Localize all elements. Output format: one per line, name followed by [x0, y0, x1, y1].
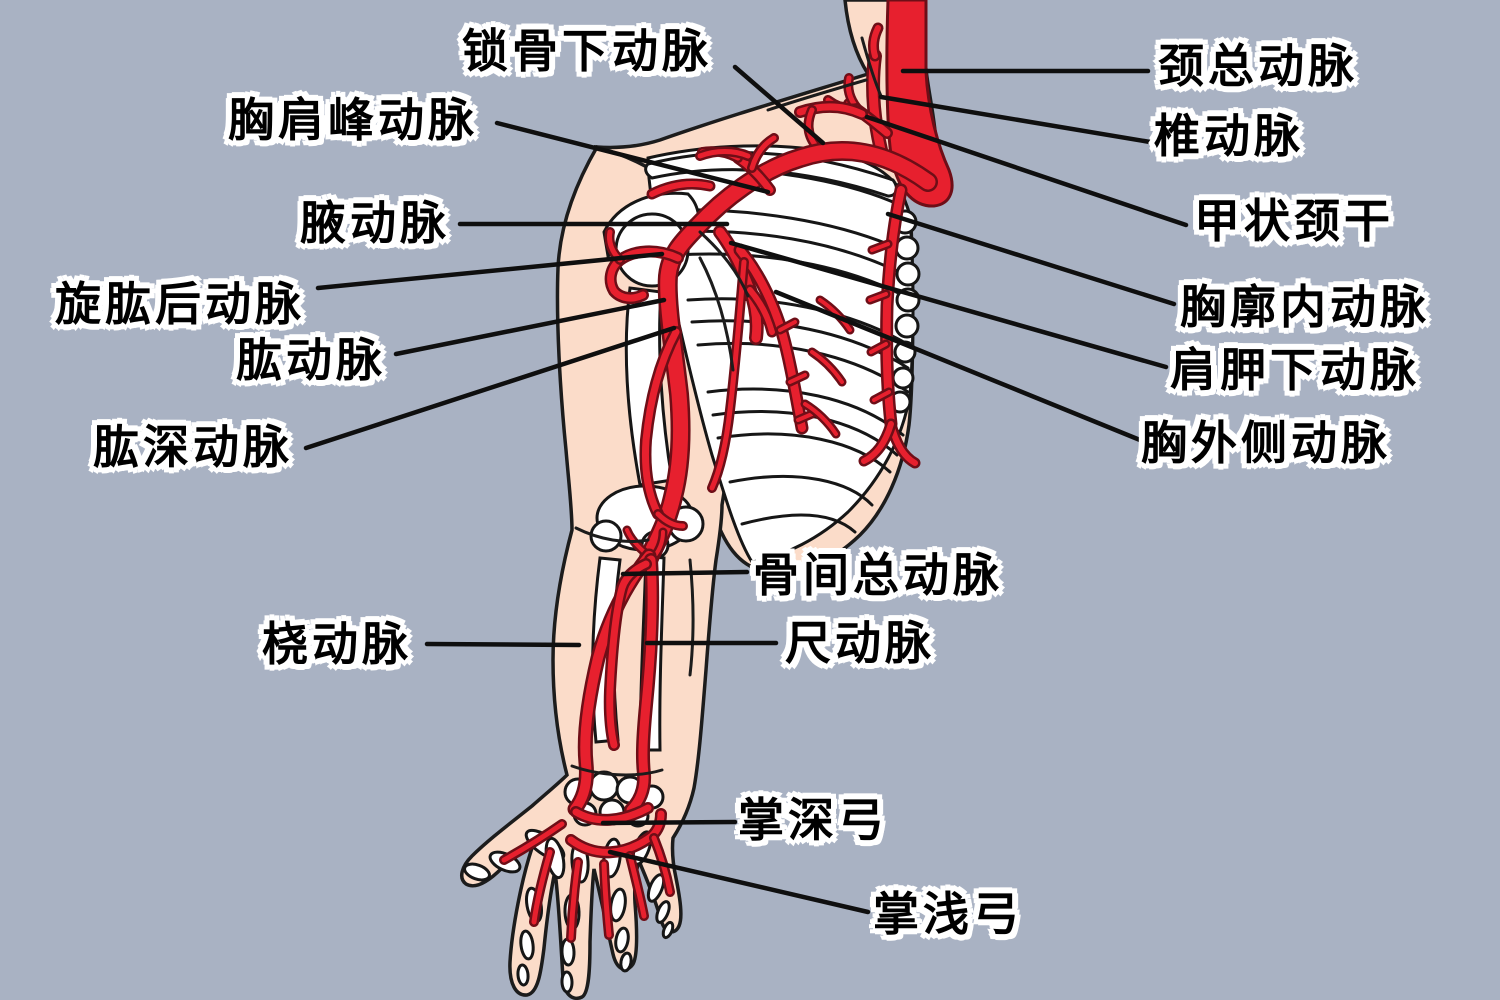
vertebral-artery-vessel [868, 51, 886, 155]
label-internal-thoracic-artery: 胸廓内动脉 [1180, 280, 1430, 334]
leader-radial [424, 641, 582, 648]
ribcage [646, 144, 921, 564]
label-thyrocervical-trunk: 甲状颈干 [1194, 194, 1394, 248]
leader-postcircumflex [315, 251, 665, 291]
label-subclavian-artery: 锁骨下动脉 [462, 24, 712, 78]
leader-deeparch [600, 819, 738, 826]
label-common-interosseous-artery: 骨间总动脉 [753, 548, 1003, 602]
leader-thoracoacromial [494, 120, 771, 195]
label-brachial-artery: 肱动脉 [236, 333, 386, 387]
posterior-circumflex-vessel [607, 248, 682, 302]
ulnar-artery-vessel [626, 555, 657, 815]
leader-vertebral [878, 94, 1153, 145]
leader-brachial [393, 297, 667, 357]
label-posterior-humeral-circumflex-artery: 旋肱后动脉 [55, 277, 305, 331]
leader-subclavian [732, 64, 826, 146]
label-deep-palmar-arch: 掌深弓 [738, 793, 888, 847]
leader-latthoracic [773, 289, 1143, 443]
label-superficial-palmar-arch: 掌浅弓 [873, 887, 1023, 941]
leader-superficialarch [607, 849, 871, 915]
leader-intthoracic [885, 211, 1177, 307]
deep-palmar-arch-vessel [572, 804, 652, 824]
clavicle-bone [644, 151, 898, 198]
deep-brachial-artery-vessel [642, 328, 680, 518]
label-thoracoacromial-artery: 胸肩峰动脉 [228, 93, 478, 147]
leader-interosseous [620, 569, 750, 577]
label-subscapular-artery: 肩胛下动脉 [1170, 343, 1420, 397]
label-lateral-thoracic-artery: 胸外侧动脉 [1141, 416, 1391, 470]
label-deep-brachial-artery: 肱深动脉 [93, 420, 293, 474]
label-common-carotid-artery: 颈总动脉 [1158, 39, 1358, 93]
label-axillary-artery: 腋动脉 [300, 196, 450, 250]
label-vertebral-artery: 椎动脉 [1154, 109, 1304, 163]
leader-lines [303, 64, 1189, 915]
subclavian-axillary-brachial-vessel [641, 143, 936, 566]
leader-thyrocervical [864, 114, 1189, 228]
leader-deepbrachial [303, 325, 677, 451]
label-ulnar-artery: 尺动脉 [785, 616, 935, 670]
leader-subscapular [728, 240, 1169, 370]
label-radial-artery: 桡动脉 [262, 617, 412, 671]
